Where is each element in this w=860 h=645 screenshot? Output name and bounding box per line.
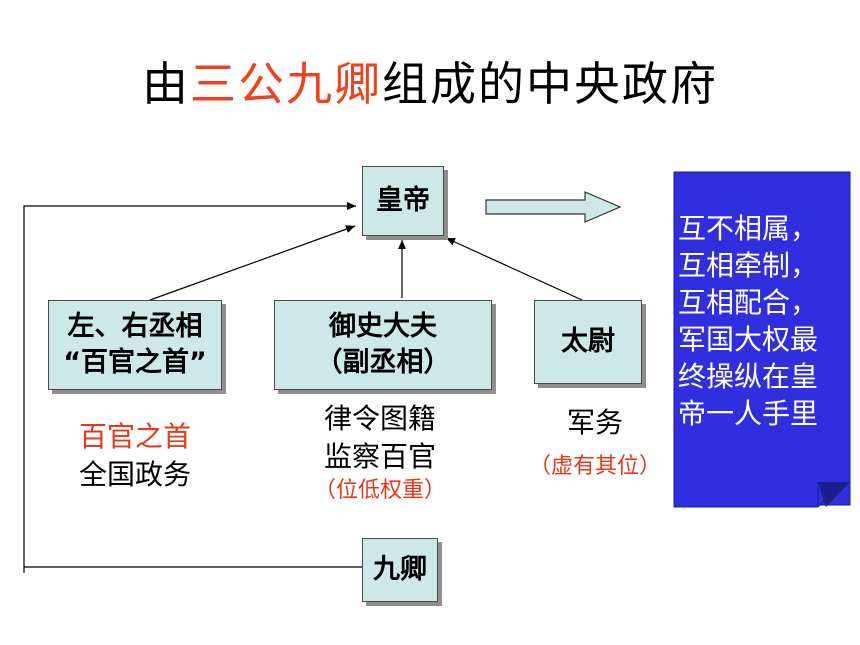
node-chancellor: 左、右丞相 “百官之首” (48, 300, 222, 390)
block-arrow (485, 191, 622, 223)
node-chancellor-line1: 左、右丞相 (67, 311, 203, 342)
node-nine-ministers: 九卿 (362, 538, 438, 602)
title-suffix: 组成的中央政府 (382, 57, 718, 111)
node-nine-ministers-label: 九卿 (373, 554, 427, 585)
caption-censor: 律令图籍 监察百官 （位低权重） (290, 400, 470, 506)
title-prefix: 由 (142, 57, 190, 111)
caption-chancellor-line1: 百官之首 (78, 420, 191, 453)
caption-censor-line1: 律令图籍 (323, 402, 436, 435)
caption-chancellor-line2: 全国政务 (78, 458, 191, 491)
node-censor: 御史大夫 （副丞相） (274, 300, 492, 390)
node-emperor: 皇帝 (362, 166, 444, 236)
node-emperor-label: 皇帝 (376, 185, 430, 216)
node-taiwei: 太尉 (534, 300, 642, 384)
node-censor-line1: 御史大夫 (329, 311, 437, 342)
summary-note-line: 互相牵制， (678, 249, 819, 282)
caption-taiwei: 军务 （虚有其位） (510, 404, 680, 482)
summary-note-text: 互不相属， 互相牵制， 互相配合， 军国大权最 终操纵在皇 帝一人手里 (678, 210, 848, 432)
summary-note-line: 终操纵在皇 (678, 360, 819, 393)
title-highlight: 三公九卿 (190, 57, 382, 111)
page-title: 由三公九卿组成的中央政府 (0, 48, 860, 114)
node-taiwei-label: 太尉 (561, 326, 615, 357)
caption-taiwei-line1: 军务 (566, 406, 623, 439)
summary-note-curl (818, 482, 850, 507)
summary-note-line: 帝一人手里 (678, 397, 819, 430)
arrow-ministers-to-emperor (23, 202, 362, 568)
node-censor-line2: （副丞相） (315, 347, 451, 378)
caption-taiwei-note: （虚有其位） (528, 454, 661, 479)
caption-chancellor: 百官之首 全国政务 (40, 418, 230, 494)
summary-note-line: 军国大权最 (678, 323, 819, 356)
arrow-chancellor-to-emperor (149, 225, 356, 301)
summary-note-line: 互不相属， (678, 212, 819, 245)
summary-note-line: 互相配合， (678, 286, 819, 319)
arrow-taiwei-to-emperor (445, 237, 583, 301)
node-chancellor-line2: “百官之首” (63, 347, 207, 378)
caption-censor-line2: 监察百官 (323, 440, 436, 473)
caption-censor-note: （位低权重） (313, 478, 446, 503)
